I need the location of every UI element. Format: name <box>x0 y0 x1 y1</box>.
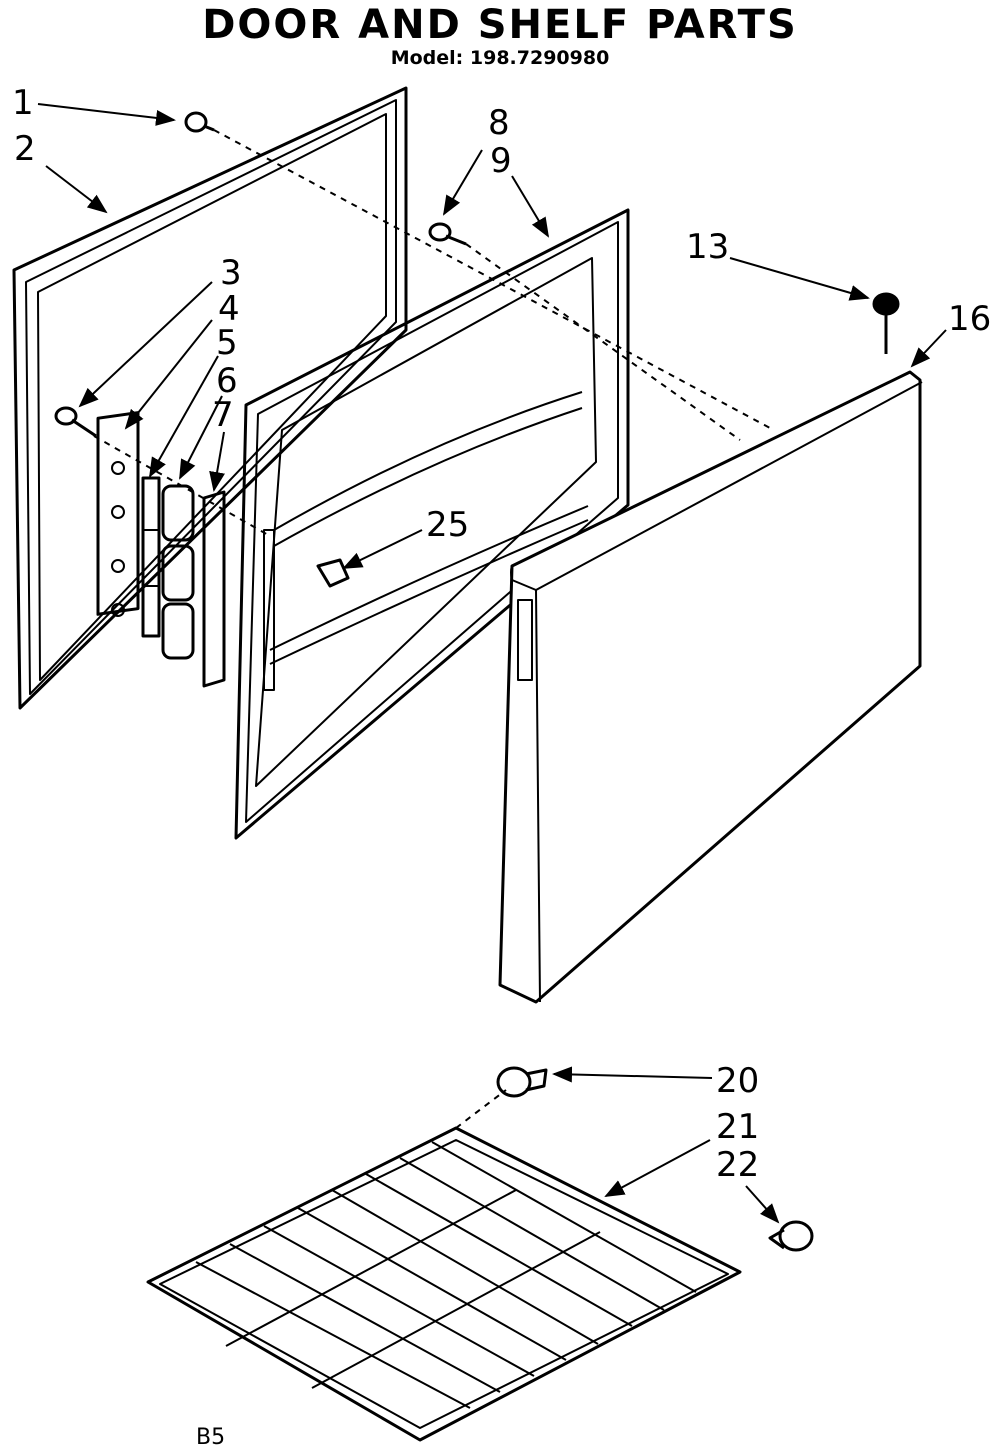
screw-part-1 <box>184 111 215 133</box>
hinge-plate-part-5 <box>141 476 161 638</box>
wire-shelf-part-21 <box>146 1126 742 1442</box>
callout-22: 22 <box>716 1145 759 1185</box>
callout-25: 25 <box>426 505 469 545</box>
callout-5: 5 <box>216 323 238 363</box>
callout-7: 7 <box>212 395 234 435</box>
leader-lines <box>37 103 947 1224</box>
figure-code: B5 <box>196 1425 225 1450</box>
callout-13: 13 <box>686 227 729 267</box>
plug-part-13 <box>872 292 900 354</box>
screw-part-3 <box>54 406 97 438</box>
door-stop-part-25 <box>316 558 350 588</box>
callout-21: 21 <box>716 1107 759 1147</box>
model-number: Model: 198.7290980 <box>390 47 610 69</box>
callout-4: 4 <box>218 289 240 329</box>
diagram-title: DOOR AND SHELF PARTS <box>202 2 798 48</box>
callout-3: 3 <box>220 253 242 293</box>
outer-door-panel-part-16 <box>498 370 923 1004</box>
callout-1: 1 <box>12 83 34 123</box>
hinge-bushings-part-6 <box>161 484 195 660</box>
callout-16: 16 <box>948 299 991 339</box>
door-liner-part-9 <box>234 208 630 840</box>
door-gasket-part-2 <box>12 86 408 710</box>
callout-8: 8 <box>488 103 510 143</box>
callout-6: 6 <box>216 361 238 401</box>
screw-part-8 <box>428 222 467 246</box>
hinge-bracket-part-4 <box>96 411 140 617</box>
shelf-support-part-20 <box>496 1066 548 1098</box>
shelf-support-part-22 <box>768 1220 814 1252</box>
callout-2: 2 <box>14 129 36 169</box>
hinge-shim-part-7 <box>202 490 226 688</box>
callout-9: 9 <box>490 141 512 181</box>
callout-20: 20 <box>716 1061 759 1101</box>
callout-labels: 1 2 3 4 5 6 7 8 9 13 16 25 20 21 22 B5 <box>12 83 991 1450</box>
